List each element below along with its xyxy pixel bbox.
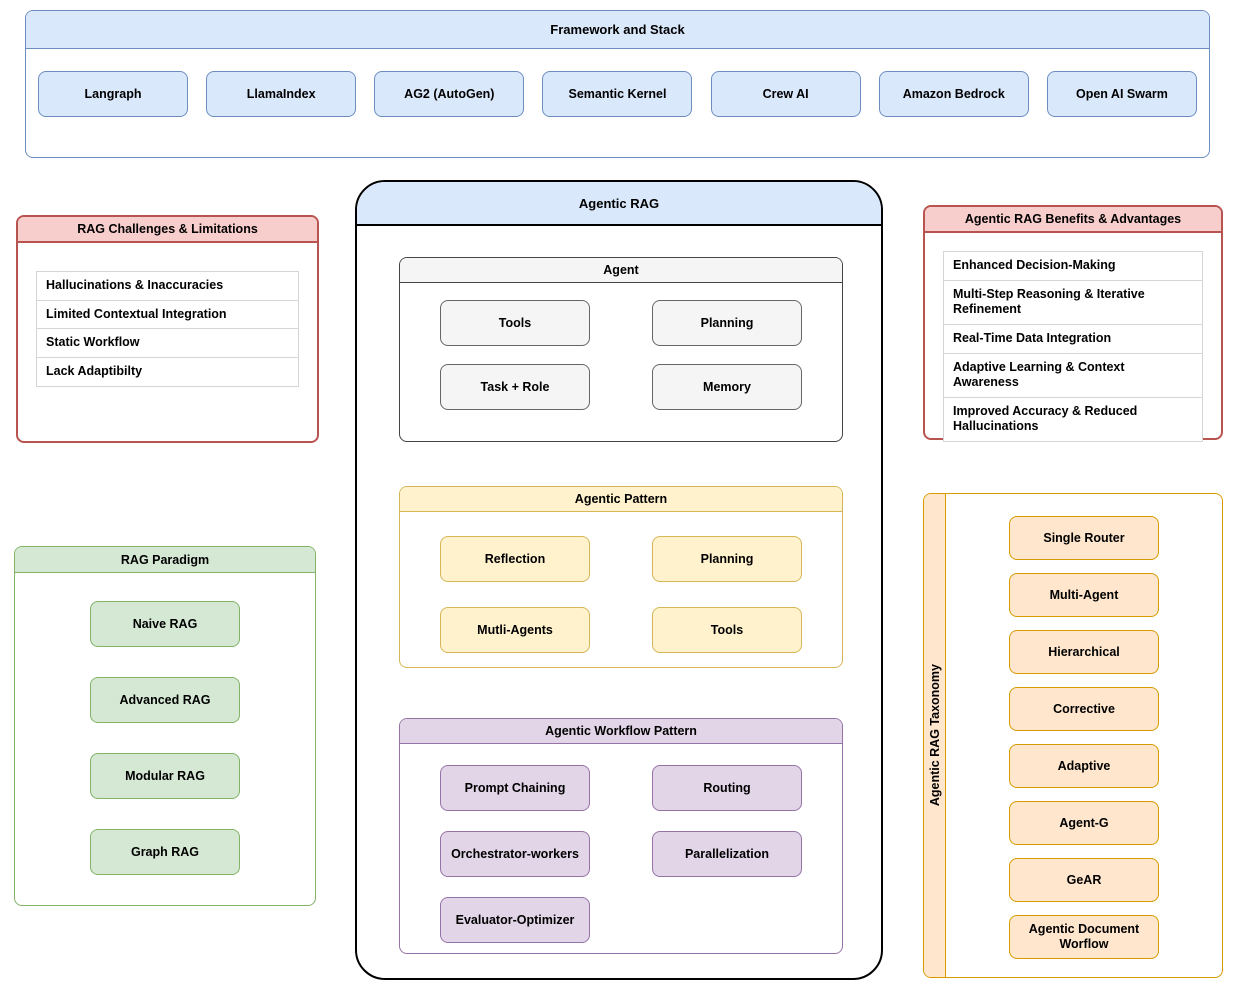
- framework-item: Crew AI: [710, 71, 861, 117]
- agentic-workflow-items: Prompt Chaining Routing Orchestrator-wor…: [400, 744, 842, 943]
- agentic-workflow-item: Evaluator-Optimizer: [440, 897, 590, 943]
- benefit-item: Adaptive Learning & Context Awareness: [944, 352, 1202, 397]
- taxonomy-item: Adaptive: [1009, 744, 1159, 788]
- paradigm-item: Advanced RAG: [90, 677, 240, 723]
- agentic-workflow-item: Prompt Chaining: [440, 765, 590, 811]
- challenge-item: Hallucinations & Inaccuracies: [37, 272, 298, 300]
- agent-item: Task + Role: [440, 364, 590, 410]
- framework-items: Langraph LlamaIndex AG2 (AutoGen) Semant…: [26, 49, 1209, 117]
- benefits-panel: Agentic RAG Benefits & Advantages Enhanc…: [923, 205, 1223, 442]
- framework-item: Semantic Kernel: [542, 71, 693, 117]
- benefit-item: Multi-Step Reasoning & Iterative Refinem…: [944, 279, 1202, 324]
- agentic-workflow-item: Orchestrator-workers: [440, 831, 590, 877]
- challenge-item: Lack Adaptibilty: [37, 356, 298, 386]
- agentic-workflow-item: Parallelization: [652, 831, 802, 877]
- taxonomy-item: Corrective: [1009, 687, 1159, 731]
- agent-title: Agent: [400, 258, 842, 283]
- agent-item: Memory: [652, 364, 802, 410]
- agentic-workflow-box: Agentic Workflow Pattern Prompt Chaining…: [399, 718, 843, 954]
- paradigm-item: Naive RAG: [90, 601, 240, 647]
- taxonomy-sidebar: Agentic RAG Taxonomy: [924, 494, 946, 977]
- agentic-pattern-item: Planning: [652, 536, 802, 582]
- agentic-pattern-item: Tools: [652, 607, 802, 653]
- agent-items: Tools Planning Task + Role Memory: [400, 283, 842, 410]
- taxonomy-item: Agentic Document Worflow: [1009, 915, 1159, 959]
- agent-item: Tools: [440, 300, 590, 346]
- paradigm-item: Graph RAG: [90, 829, 240, 875]
- benefits-title: Agentic RAG Benefits & Advantages: [925, 207, 1221, 233]
- taxonomy-item: Single Router: [1009, 516, 1159, 560]
- taxonomy-title: Agentic RAG Taxonomy: [927, 664, 942, 807]
- rag-paradigm-title: RAG Paradigm: [15, 547, 315, 573]
- framework-item: Langraph: [38, 71, 188, 117]
- agentic-pattern-item: Reflection: [440, 536, 590, 582]
- benefit-item: Real-Time Data Integration: [944, 323, 1202, 353]
- framework-item: Amazon Bedrock: [878, 71, 1029, 117]
- agent-box: Agent Tools Planning Task + Role Memory: [399, 257, 843, 442]
- framework-item: Open AI Swarm: [1046, 71, 1197, 117]
- agent-item: Planning: [652, 300, 802, 346]
- agentic-pattern-item: Mutli-Agents: [440, 607, 590, 653]
- framework-item: AG2 (AutoGen): [374, 71, 525, 117]
- rag-paradigm-panel: RAG Paradigm Naive RAG Advanced RAG Modu…: [14, 546, 316, 906]
- taxonomy-items: Single Router Multi-Agent Hierarchical C…: [946, 494, 1222, 959]
- rag-challenges-title: RAG Challenges & Limitations: [18, 217, 317, 243]
- framework-item: LlamaIndex: [206, 71, 357, 117]
- agentic-rag-panel: Agentic RAG Agent Tools Planning Task + …: [355, 180, 883, 980]
- rag-paradigm-items: Naive RAG Advanced RAG Modular RAG Graph…: [15, 573, 315, 875]
- taxonomy-panel: Agentic RAG Taxonomy Single Router Multi…: [923, 493, 1223, 978]
- rag-challenges-list: Hallucinations & Inaccuracies Limited Co…: [36, 271, 299, 387]
- challenge-item: Static Workflow: [37, 328, 298, 357]
- agentic-workflow-item: Routing: [652, 765, 802, 811]
- taxonomy-item: Hierarchical: [1009, 630, 1159, 674]
- benefit-item: Enhanced Decision-Making: [944, 252, 1202, 280]
- rag-challenges-panel: RAG Challenges & Limitations Hallucinati…: [16, 215, 319, 443]
- benefit-item: Improved Accuracy & Reduced Hallucinatio…: [944, 396, 1202, 441]
- benefits-list: Enhanced Decision-Making Multi-Step Reas…: [943, 251, 1203, 442]
- taxonomy-item: Agent-G: [1009, 801, 1159, 845]
- taxonomy-item: Multi-Agent: [1009, 573, 1159, 617]
- paradigm-item: Modular RAG: [90, 753, 240, 799]
- framework-stack-title: Framework and Stack: [26, 11, 1209, 49]
- agentic-pattern-title: Agentic Pattern: [400, 487, 842, 512]
- agentic-pattern-box: Agentic Pattern Reflection Planning Mutl…: [399, 486, 843, 668]
- challenge-item: Limited Contextual Integration: [37, 299, 298, 329]
- agentic-workflow-title: Agentic Workflow Pattern: [400, 719, 842, 744]
- framework-stack-panel: Framework and Stack Langraph LlamaIndex …: [25, 10, 1210, 158]
- taxonomy-item: GeAR: [1009, 858, 1159, 902]
- agentic-pattern-items: Reflection Planning Mutli-Agents Tools: [400, 512, 842, 653]
- agentic-rag-title: Agentic RAG: [357, 182, 881, 226]
